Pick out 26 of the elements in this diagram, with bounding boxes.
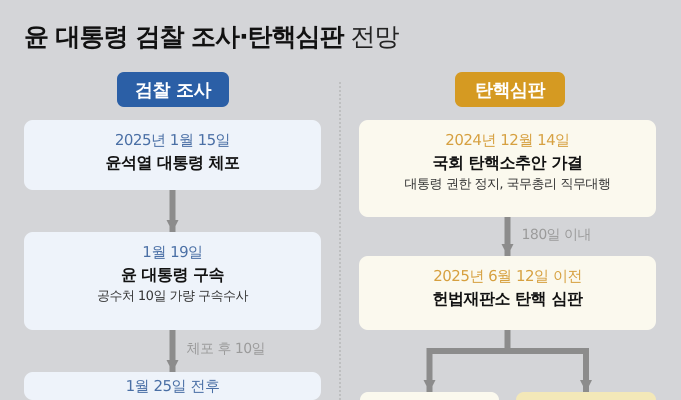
- date-text: 1월 25일 전후: [126, 376, 220, 397]
- section-header: 검찰 조사: [117, 72, 229, 107]
- section-header: 탄핵심판: [455, 72, 565, 107]
- outcome-box: [360, 392, 499, 400]
- event-box: [24, 120, 321, 190]
- event-detail: 공수처 10일 가량 구속수사: [96, 288, 248, 306]
- event-title: 헌법재판소 탄핵 심판: [432, 288, 582, 310]
- edge-label: 180일 이내: [522, 226, 592, 244]
- arrow: [166, 330, 178, 372]
- arrow: [502, 217, 514, 256]
- outcome-box: [516, 392, 656, 400]
- event-title: 윤 대통령 구속: [120, 264, 224, 286]
- event-title: 국회 탄핵소추안 가결: [432, 152, 582, 174]
- date-text: 2025년 1월 15일: [114, 130, 230, 151]
- event-title: 윤석열 대통령 체포: [105, 152, 240, 174]
- date-text: 1월 19일: [142, 242, 203, 263]
- date-text: 2024년 12월 14일: [445, 130, 570, 151]
- event-box: [24, 372, 321, 400]
- date-text: 2025년 6월 12일 이전: [433, 266, 582, 287]
- title: 윤 대통령 검찰 조사·탄핵심판 전망: [24, 21, 399, 53]
- event-detail: 대통령 권한 정지, 국무총리 직무대행: [404, 176, 610, 194]
- arrow: [166, 190, 178, 232]
- event-box: [359, 256, 656, 330]
- event-box: [24, 232, 321, 330]
- event-box: [359, 120, 656, 217]
- edge-label: 체포 후 10일: [186, 340, 266, 358]
